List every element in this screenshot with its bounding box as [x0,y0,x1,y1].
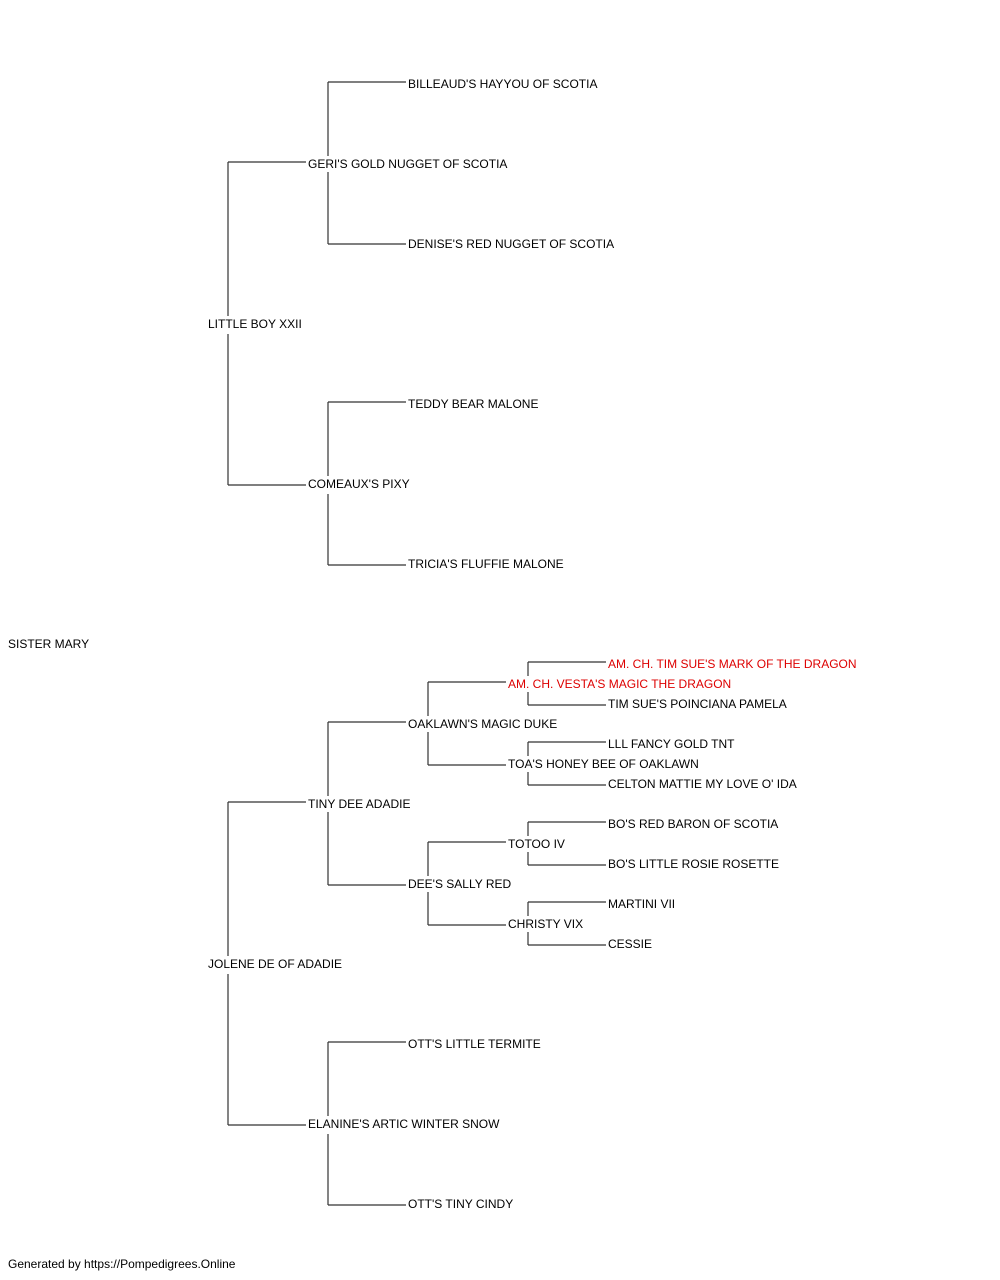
sire-sire-sire-name: BILLEAUD'S HAYYOU OF SCOTIA [407,77,599,91]
sire-dam-sire-name: TEDDY BEAR MALONE [407,397,540,411]
dam-sire-dam-dam-dam-name: CESSIE [607,937,654,951]
sire-sire-name: GERI'S GOLD NUGGET OF SCOTIA [307,157,509,171]
dam-sire-dam-dam-sire-name: MARTINI VII [607,897,677,911]
dam-sire-dam-sire-name: TOTOO IV [507,837,566,851]
generated-by-footer: Generated by https://Pompedigrees.Online [8,1257,236,1271]
sire-sire-dam-name: DENISE'S RED NUGGET OF SCOTIA [407,237,616,251]
dam-sire-sire-dam-sire-name: LLL FANCY GOLD TNT [607,737,736,751]
dam-dam-dam-name: OTT'S TINY CINDY [407,1197,515,1211]
dam-sire-dam-dam-name: CHRISTY VIX [507,917,585,931]
dam-sire-name: TINY DEE ADADIE [307,797,412,811]
dam-sire-sire-dam-name: TOA'S HONEY BEE OF OAKLAWN [507,757,700,771]
dam-sire-sire-sire-name: AM. CH. VESTA'S MAGIC THE DRAGON [507,677,733,691]
dam-sire-dam-sire-dam-name: BO'S LITTLE ROSIE ROSETTE [607,857,780,871]
subject-name: SISTER MARY [7,637,91,651]
dam-name: JOLENE DE OF ADADIE [207,957,344,971]
dam-sire-dam-name: DEE'S SALLY RED [407,877,513,891]
dam-sire-dam-sire-sire-name: BO'S RED BARON OF SCOTIA [607,817,780,831]
sire-dam-name: COMEAUX'S PIXY [307,477,411,491]
dam-sire-sire-dam-dam-name: CELTON MATTIE MY LOVE O' IDA [607,777,798,791]
sire-name: LITTLE BOY XXII [207,317,303,331]
dam-sire-sire-sire-sire-name: AM. CH. TIM SUE'S MARK OF THE DRAGON [607,657,858,671]
dam-dam-name: ELANINE'S ARTIC WINTER SNOW [307,1117,501,1131]
dam-sire-sire-sire-dam-name: TIM SUE'S POINCIANA PAMELA [607,697,788,711]
dam-dam-sire-name: OTT'S LITTLE TERMITE [407,1037,542,1051]
sire-dam-dam-name: TRICIA'S FLUFFIE MALONE [407,557,565,571]
dam-sire-sire-name: OAKLAWN'S MAGIC DUKE [407,717,559,731]
